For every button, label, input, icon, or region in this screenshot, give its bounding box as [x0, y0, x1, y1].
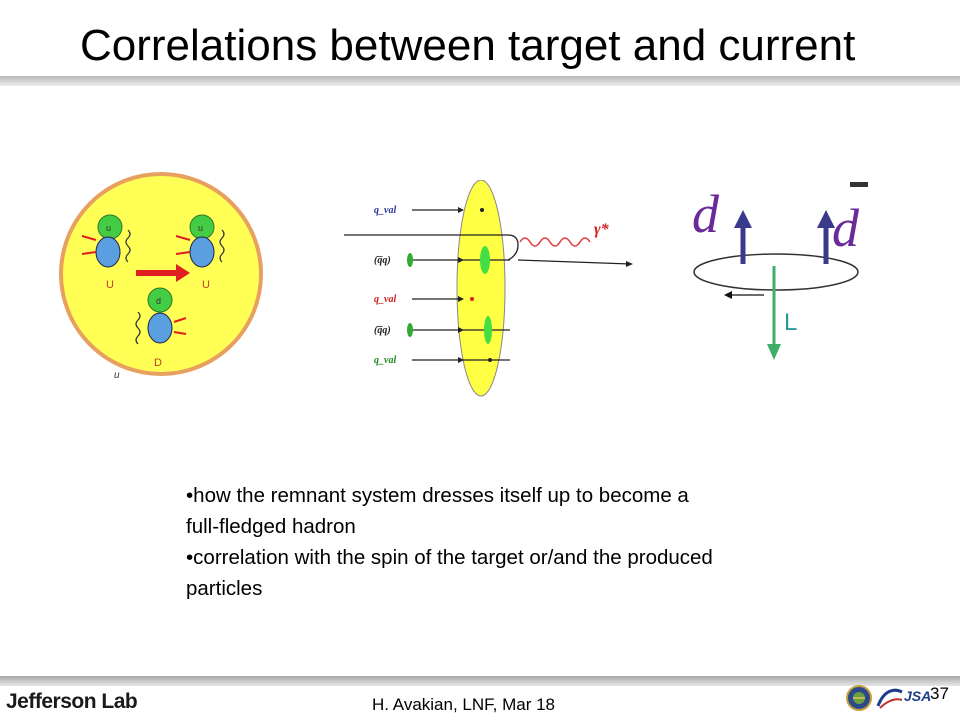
row-label: (q̅q) [374, 325, 391, 336]
row-label: q_val [374, 205, 396, 216]
orbital-label: L [784, 309, 797, 336]
quark-label: u [198, 223, 203, 233]
antiquark-letter: d [832, 198, 860, 258]
row-label: (q̅q) [374, 255, 391, 266]
seq-blob [189, 236, 215, 268]
slide-title: Correlations between target and current [80, 21, 856, 70]
photon-label: γ* [594, 221, 610, 238]
transfer-arrow [136, 264, 190, 282]
cluster-right: u U [175, 214, 225, 291]
wiggle [219, 229, 225, 263]
doe-seal-icon [846, 685, 872, 711]
nucleon-figure: u U u U d D u [59, 172, 263, 381]
stray-label: u [114, 370, 120, 381]
spin-figure: d d L [692, 182, 868, 360]
bullet-list: •how the remnant system dresses itself u… [186, 480, 726, 604]
quark-label: d [156, 296, 161, 306]
cluster-label: U [106, 279, 114, 291]
orbit-ellipse [693, 253, 859, 291]
seq-blob [147, 312, 173, 344]
jsa-logo: JSA [904, 688, 932, 704]
target-ellipse [456, 180, 506, 397]
quark-letter: d [692, 184, 720, 244]
cluster-left: u U [81, 214, 131, 291]
bullet-item: •correlation with the spin of the target… [186, 546, 713, 600]
quark-ball [147, 287, 173, 313]
photon-wave [519, 237, 591, 247]
cluster-bottom: d D [135, 287, 187, 369]
wiggle [135, 311, 141, 345]
title-rule [0, 76, 960, 86]
page-number: 37 [930, 684, 949, 703]
footer-rule [0, 676, 960, 686]
footer-text: H. Avakian, LNF, Mar 18 [372, 695, 555, 714]
quark-label: u [106, 223, 111, 233]
wiggle [125, 229, 131, 263]
row-label: q_val [374, 294, 396, 305]
seq-blob [95, 236, 121, 268]
scattering-figure: γ* q_val (q̅q) q_val (q̅q) q_val [344, 180, 633, 397]
bullet-item: •how the remnant system dresses itself u… [186, 484, 689, 538]
cluster-label: D [154, 357, 162, 369]
antiquark-bar [850, 182, 868, 187]
cluster-label: U [202, 279, 210, 291]
row-label: q_val [374, 355, 396, 366]
jsa-swoosh-icon [876, 688, 903, 709]
jefferson-lab-logo: Jefferson Lab [6, 690, 138, 713]
